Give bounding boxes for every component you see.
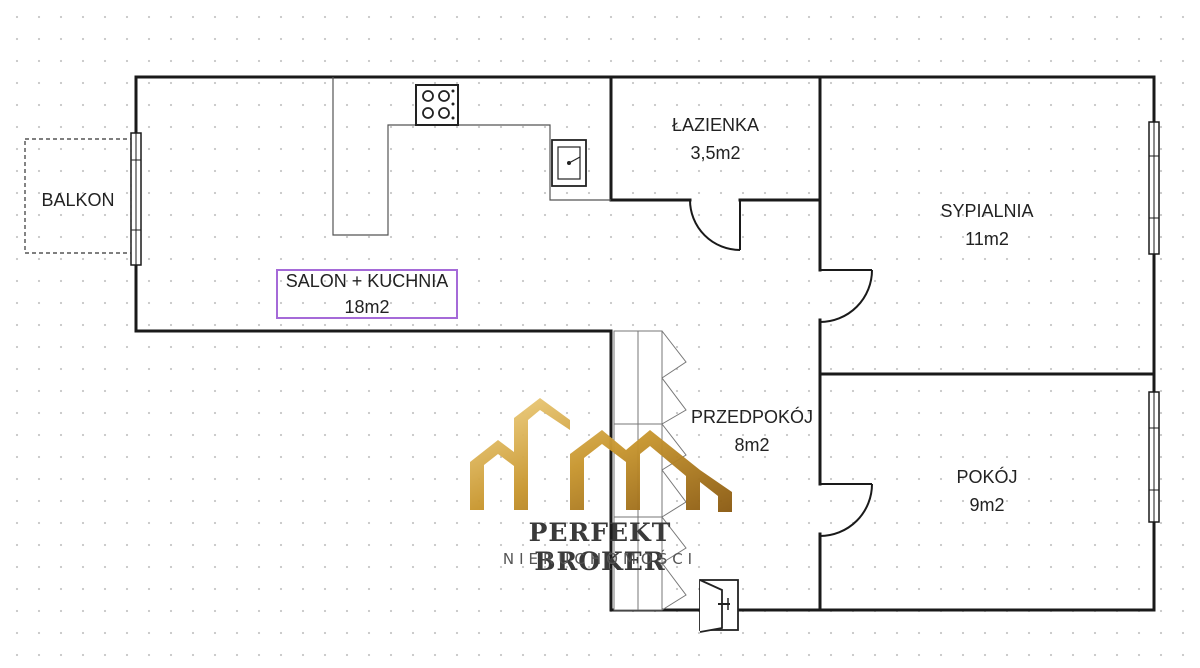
room-area: 8m2 <box>734 435 770 455</box>
brand-name: PERFEKT BROKER <box>528 518 672 576</box>
room-name: SYPIALNIA <box>940 201 1034 221</box>
room-label-salon: SALON + KUCHNIA 18m2 <box>276 268 458 320</box>
room-label-pokoj: POKÓJ 9m2 <box>820 463 1154 519</box>
balcony-outline <box>24 138 132 254</box>
room-area: 11m2 <box>965 229 1009 249</box>
outer-walls <box>134 75 1156 612</box>
broker-logo-icon <box>470 398 732 512</box>
room-label-przedpokoj: PRZEDPOKÓJ 8m2 <box>682 403 822 459</box>
brand-subtitle: NIERUCHOMOŚCI <box>502 550 698 568</box>
room-name: PRZEDPOKÓJ <box>690 407 814 427</box>
salon-label-box <box>276 269 458 319</box>
sink-icon <box>551 139 587 187</box>
bedroom-door <box>819 269 873 323</box>
room-area: 3,5m2 <box>690 143 741 163</box>
room-name: SALON + KUCHNIA <box>285 271 449 291</box>
room-label-sypialnia: SYPIALNIA 11m2 <box>820 197 1154 253</box>
kitchen-counter <box>332 77 611 236</box>
entrance-door-icon <box>699 579 739 633</box>
windows <box>130 121 1160 523</box>
room-area: 18m2 <box>344 297 390 317</box>
room-name: POKÓJ <box>956 467 1018 487</box>
room-name: BALKON <box>41 190 115 210</box>
room-door <box>819 483 873 537</box>
room-name: ŁAZIENKA <box>671 115 760 135</box>
cooktop-icon <box>415 84 459 126</box>
room-area: 9m2 <box>969 495 1005 515</box>
room-label-balkon: BALKON <box>25 186 131 214</box>
room-label-lazienka: ŁAZIENKA 3,5m2 <box>611 111 820 167</box>
bathroom-door <box>689 199 741 251</box>
interior-walls <box>609 75 1156 612</box>
